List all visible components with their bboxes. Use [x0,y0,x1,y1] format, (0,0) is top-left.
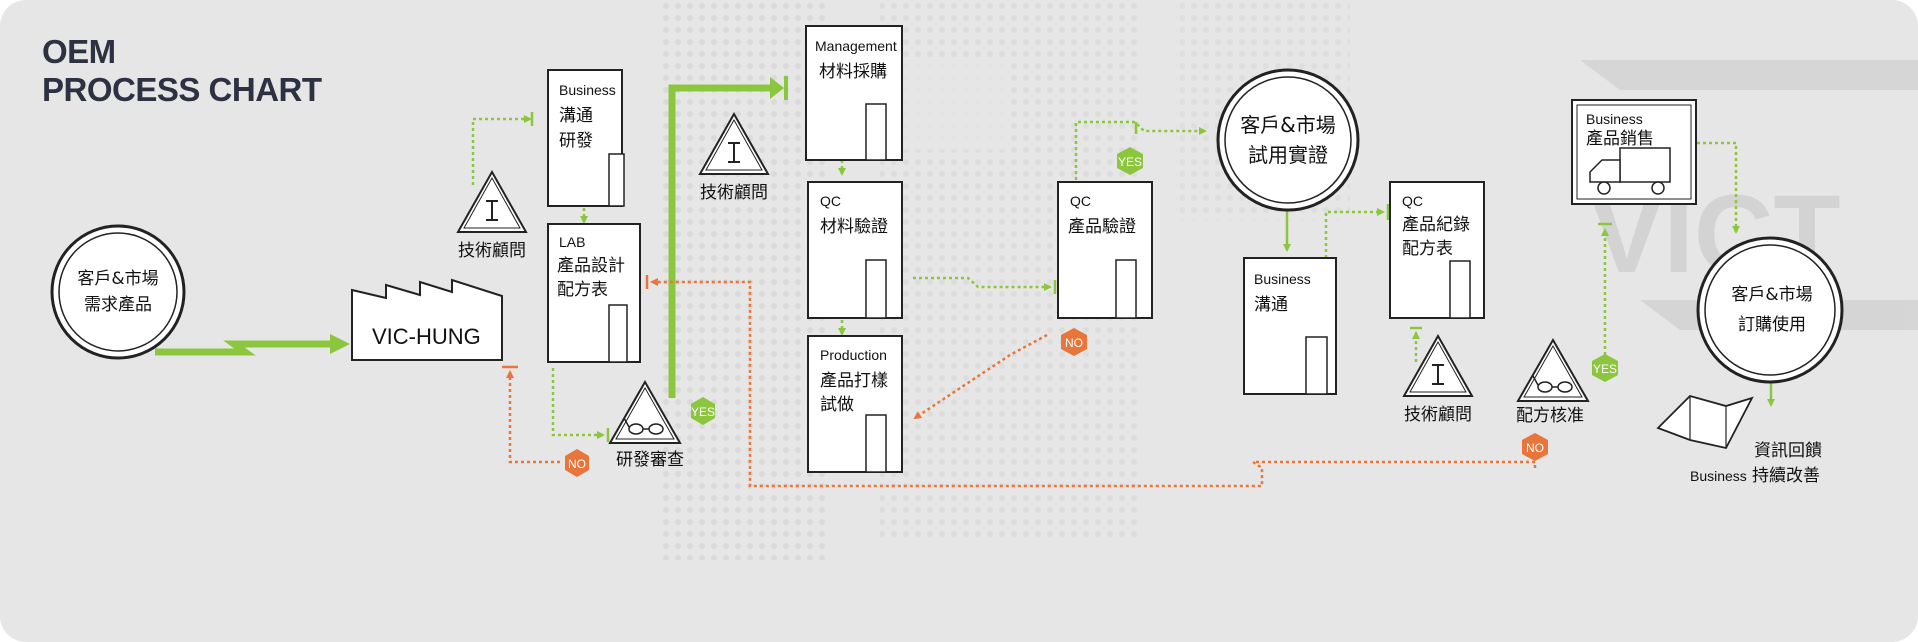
door-icon [865,414,887,473]
qc-material-role: QC [820,193,841,209]
tech-consult-1: 技術顧問 [456,169,528,261]
qc-record-box: QC 產品紀錄 配方表 [1389,181,1485,319]
conn-review-no-to-factory [506,370,560,464]
glasses-icon [1532,375,1573,393]
tech-consult-3-label: 技術顧問 [1404,405,1472,425]
conn-approval-no-to-lab [650,278,1537,488]
business-sales-box: Business 產品銷售 [1571,99,1697,205]
customer-demand-line2: 需求產品 [84,295,152,315]
mgmt-purchase-line1: 材料採購 [819,62,887,82]
feedback-line1: 資訊回饋 [1754,441,1822,461]
production-line1: 產品打樣 [820,371,888,391]
dot-texture-1 [660,0,830,560]
qc-record-role: QC [1402,193,1423,209]
glasses-icon [623,417,664,435]
qc-material-line1: 材料驗證 [820,217,888,237]
business-comm-line1: 溝通 [559,106,593,126]
dot-texture-4 [900,60,1010,150]
tech-consult-2: 技術顧問 [698,111,770,203]
arrow-review-to-purchase [668,84,772,398]
conn-sales-to-order [1697,141,1740,234]
door-icon [608,153,625,207]
customer-demand-line1: 客戶&市場 [77,269,158,289]
conn-lab-to-review [551,368,605,439]
badge-no-approval: NO [1522,433,1548,461]
svg-text:YES: YES [691,405,715,419]
badge-no-review: NO [565,449,589,477]
svg-text:YES: YES [1118,155,1142,169]
customer-trial-line2: 試用實證 [1248,143,1328,167]
business-comm-line2: 研發 [559,131,593,151]
door-icon [865,103,887,161]
door-icon [1115,259,1137,319]
tool-icon [728,142,740,163]
conn-consult1-to-business [471,115,532,185]
rd-review: 研發審查 [608,379,684,470]
arrow-demand-to-factory [155,340,330,356]
customer-order-line2: 訂購使用 [1738,314,1806,335]
customer-trial-line1: 客戶&市場 [1240,113,1336,137]
tech-consult-3: 技術顧問 [1402,333,1474,425]
business-comm-2-role: Business [1254,271,1311,287]
lab-design-line1: 產品設計 [557,256,625,276]
factory-vic-hung: VIC-HUNG [351,278,503,361]
customer-order-node: 客戶&市場 訂購使用 [1696,236,1844,384]
business-sales-line1: 產品銷售 [1586,129,1654,149]
badge-yes-qcproduct: YES [1117,147,1143,175]
qc-product-role: QC [1070,193,1091,209]
qc-record-line2: 配方表 [1402,239,1453,259]
production-role: Production [820,347,887,363]
business-sales-role: Business [1586,111,1643,127]
arrow-demand-to-factory-head [330,334,350,354]
truck-icon [1589,147,1671,195]
customer-trial-node: 客戶&市場 試用實證 [1216,68,1360,212]
feedback-role: Business [1690,468,1747,484]
svg-text:NO: NO [568,457,586,471]
badge-no-qcproduct: NO [1061,328,1087,356]
mgmt-purchase-role: Management [815,38,897,54]
production-line2: 試做 [820,395,854,415]
qc-record-line1: 產品紀錄 [1402,215,1470,235]
arrow-review-to-purchase-head [770,77,784,99]
conn-qcproduct-no-to-production [913,333,1048,420]
factory-label: VIC-HUNG [372,324,481,349]
door-icon [608,304,628,363]
conn-business2-to-record [1324,208,1385,258]
feedback-node: 資訊回饋 Business 持續改善 [1656,394,1822,486]
door-icon [1449,260,1471,319]
svg-text:YES: YES [1593,362,1617,376]
formula-approval-label: 配方核准 [1516,406,1584,426]
title-line-1: OEM [42,33,116,70]
door-icon [865,259,887,319]
formula-approval: 配方核准 [1516,337,1590,426]
lab-design-box: LAB 產品設計 配方表 [547,223,641,363]
badge-yes-review: YES [691,397,715,425]
qc-product-box: QC 產品驗證 [1057,181,1153,319]
mgmt-purchase-box: Management 材料採購 [805,25,903,161]
business-comm-role: Business [559,82,616,98]
badge-yes-approval: YES [1592,354,1618,382]
tool-icon [486,200,498,221]
conn-qcmaterial-to-qcproduct [913,276,1052,291]
business-comm-box: Business 溝通 研發 [547,69,625,207]
customer-order-line1: 客戶&市場 [1731,285,1812,305]
feedback-line2: 持續改善 [1752,466,1820,486]
lab-design-line2: 配方表 [557,280,608,300]
business-comm-2-box: Business 溝通 [1243,257,1337,395]
tech-consult-2-label: 技術顧問 [700,183,768,203]
production-box: Production 產品打樣 試做 [807,335,903,473]
svg-text:NO: NO [1065,336,1083,350]
svg-text:NO: NO [1526,441,1544,455]
door-icon [1305,336,1328,395]
tool-icon [1432,364,1444,385]
rd-review-label: 研發審查 [616,450,684,470]
qc-product-line1: 產品驗證 [1068,217,1136,237]
qc-material-box: QC 材料驗證 [807,181,903,319]
business-comm-2-line1: 溝通 [1254,295,1288,315]
title-line-2: PROCESS CHART [42,71,322,108]
customer-demand-node: 客戶&市場 需求產品 [50,224,186,360]
tech-consult-1-label: 技術顧問 [458,241,526,261]
lab-design-role: LAB [559,234,585,250]
